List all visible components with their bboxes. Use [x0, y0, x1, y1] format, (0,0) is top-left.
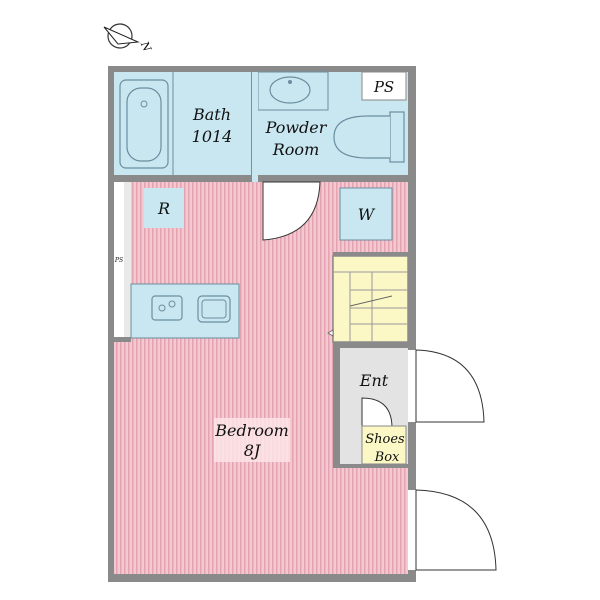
- shoes-box-label-line1: Shoes: [365, 432, 405, 447]
- door-swing-entrance: [408, 349, 485, 423]
- bathtub-icon: [119, 79, 169, 169]
- bedroom-label-bg: [214, 418, 290, 462]
- bath-size: 1014: [192, 127, 233, 146]
- compass: N: [103, 23, 154, 54]
- refrigerator-label: R: [157, 199, 170, 218]
- bedroom-label: Bedroom: [214, 421, 289, 440]
- bedroom-size: 8J: [244, 441, 262, 460]
- door-swing-balcony: [408, 489, 497, 571]
- ps-top-label: PS: [373, 78, 394, 96]
- kitchen-counter: [130, 283, 240, 339]
- stove-icon: [151, 295, 183, 321]
- compass-letter: N: [137, 39, 153, 54]
- bedroom-floor: [114, 182, 408, 574]
- bath-room: [114, 72, 251, 175]
- powder-room-label-line2: Room: [272, 140, 319, 159]
- entrance-label: Ent: [359, 371, 389, 390]
- compass-needle-icon: [103, 23, 140, 49]
- ps-side-label: PS: [114, 257, 123, 264]
- entrance: [340, 348, 408, 465]
- toilet-icon: [333, 111, 405, 163]
- refrigerator-space: [144, 188, 184, 228]
- stairs: [327, 255, 409, 343]
- washer-label: W: [358, 205, 376, 224]
- powder-room-label-line1: Powder: [265, 118, 328, 137]
- shoes-box-label-line2: Box: [374, 450, 400, 465]
- ps-top-shaft: [361, 71, 407, 101]
- kitchen-sink-icon: [197, 295, 231, 323]
- side-shaft: [114, 182, 131, 337]
- washer-space: [339, 187, 393, 241]
- bath-label: Bath: [192, 105, 231, 124]
- door-swing-bath: [262, 181, 321, 241]
- sink-icon: [269, 76, 311, 104]
